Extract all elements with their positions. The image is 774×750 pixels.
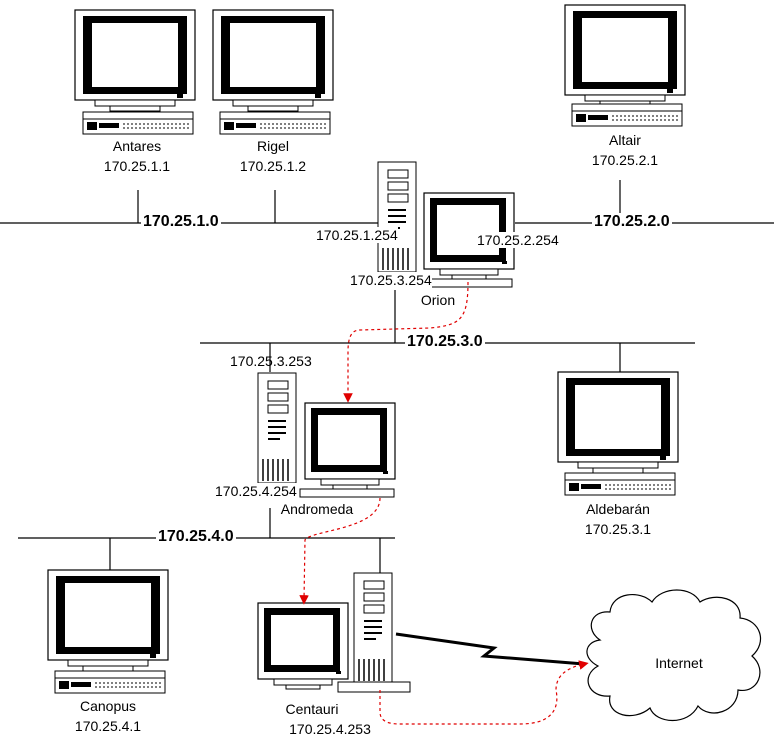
canopus-name: Canopus xyxy=(79,698,137,714)
rigel-ip: 170.25.1.2 xyxy=(239,158,307,174)
aldebaran-ip: 170.25.3.1 xyxy=(584,521,652,537)
aldebaran-computer[interactable] xyxy=(557,371,679,496)
internet-label: Internet xyxy=(655,655,703,671)
altair-name: Altair xyxy=(609,132,641,148)
antares-ip: 170.25.1.1 xyxy=(103,158,171,174)
canopus-ip: 170.25.4.1 xyxy=(74,718,142,734)
aldebaran-name: Aldebarán xyxy=(586,501,650,517)
orion-name: Orion xyxy=(420,292,456,308)
internet-cloud xyxy=(586,589,762,721)
internet-link xyxy=(395,632,585,666)
andromeda-name: Andromeda xyxy=(280,501,354,517)
centauri-ip: 170.25.4.253 xyxy=(289,721,371,737)
antares-computer[interactable] xyxy=(74,9,196,135)
orion-ip-net1: 170.25.1.254 xyxy=(316,227,398,243)
andromeda-ip-net3: 170.25.3.253 xyxy=(230,353,312,369)
rigel-name: Rigel xyxy=(257,138,289,154)
net3-label: 170.25.3.0 xyxy=(405,333,485,351)
centauri-router[interactable] xyxy=(257,572,411,693)
route-arrows xyxy=(299,281,589,725)
andromeda-router[interactable] xyxy=(257,372,396,498)
net4-label: 170.25.4.0 xyxy=(156,528,236,546)
net2-label: 170.25.2.0 xyxy=(592,213,672,231)
net1-label: 170.25.1.0 xyxy=(141,213,221,231)
antares-name: Antares xyxy=(112,138,162,154)
rigel-computer[interactable] xyxy=(212,9,334,135)
altair-ip: 170.25.2.1 xyxy=(591,152,659,168)
orion-ip-net2: 170.25.2.254 xyxy=(477,232,559,248)
andromeda-ip-net4: 170.25.4.254 xyxy=(215,483,297,499)
altair-computer[interactable] xyxy=(564,4,686,127)
centauri-name: Centauri xyxy=(285,701,339,717)
orion-router[interactable] xyxy=(377,161,515,288)
canopus-computer[interactable] xyxy=(47,569,169,694)
orion-ip-net3: 170.25.3.254 xyxy=(350,272,432,288)
